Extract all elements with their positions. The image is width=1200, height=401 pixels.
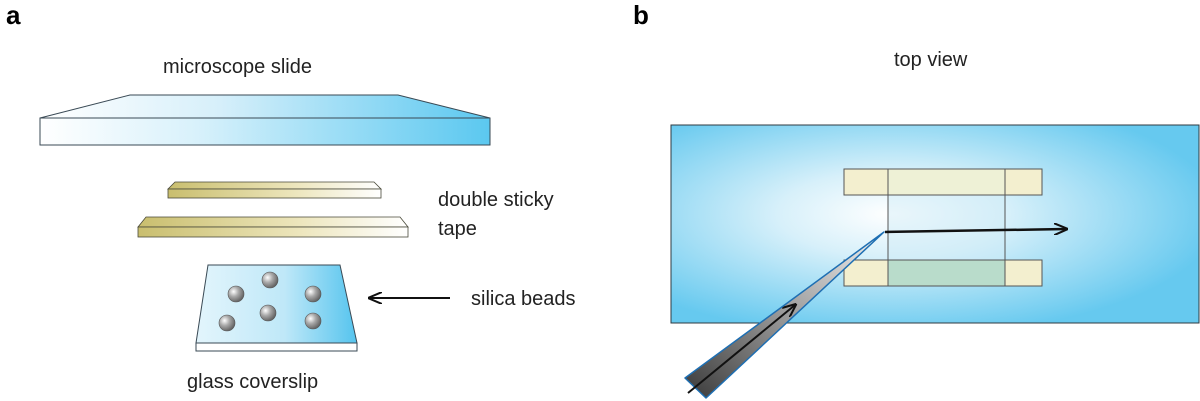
silica-bead [259,304,277,322]
label-tape-line1: double sticky [438,189,554,211]
top-view-slide [670,124,1200,324]
tape-strip-top [167,181,382,199]
silica-bead [304,312,322,330]
tape-strip-bottom [137,216,409,238]
label-microscope-slide: microscope slide [163,56,312,78]
label-top-view: top view [894,49,968,71]
microscope-slide [39,94,491,146]
panel-letter-b: b [633,0,649,30]
silica-bead [261,271,279,289]
flow-arrow [884,229,1066,232]
silica-beads [218,271,322,332]
top-view-tape-overlap-upper [887,168,1006,196]
silica-bead [218,314,236,332]
silica-bead [227,285,245,303]
label-silica-beads: silica beads [471,288,576,310]
pipette-arrow [687,305,795,394]
silica-bead [304,285,322,303]
panel-letter-a: a [6,0,21,30]
top-view-tape-overlap-lower [887,259,1006,287]
label-glass-coverslip: glass coverslip [187,371,318,393]
label-tape-line2: tape [438,218,477,240]
